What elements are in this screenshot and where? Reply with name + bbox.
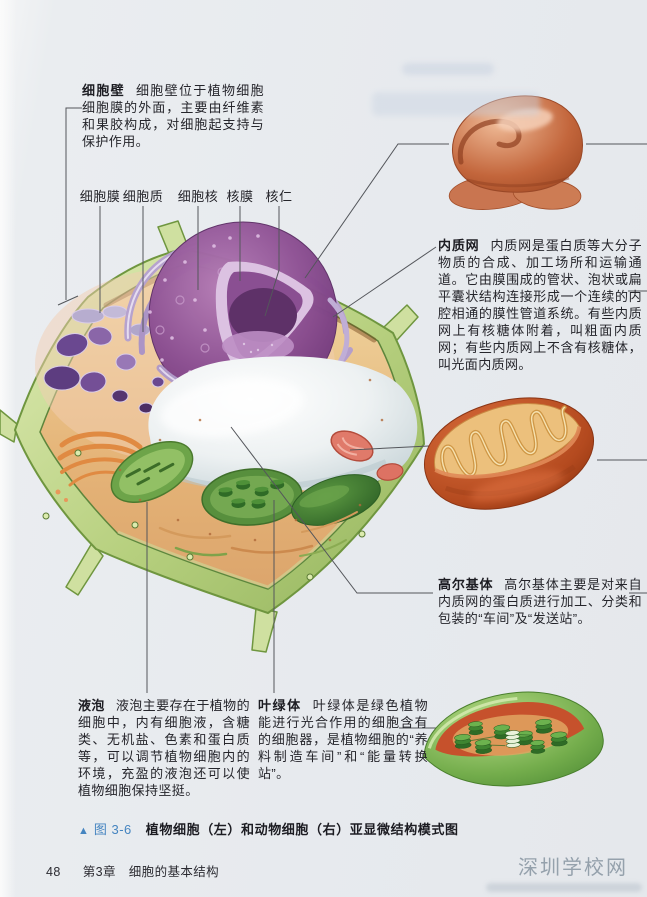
page-number: 48 xyxy=(46,865,61,879)
mitochondrion-in-cell xyxy=(330,430,374,462)
cell-wall-body: 细胞壁位于植物细胞细胞膜的外面，主要由纤维素和果胶构成，对细胞起支持与保护作用。 xyxy=(82,83,264,149)
chloroplast-in-cell-3 xyxy=(291,474,381,526)
vacuole-term: 液泡 xyxy=(78,698,105,713)
vacuole-body: 液泡主要存在于植物的细胞中，内有细胞液，含糖类、无机盐、色素和蛋白质等，可以调节… xyxy=(78,698,250,798)
chloroplast-paragraph: 叶绿体叶绿体是绿色植物能进行光合作用的细胞含有的细胞器，是植物细胞的“养料制造车… xyxy=(258,697,428,782)
label-nucleus: 细胞核 xyxy=(177,189,219,204)
page-footer: 48 第3章 细胞的基本结构 xyxy=(46,861,219,880)
label-cell-membrane: 细胞膜 xyxy=(79,189,121,204)
figure-title: 植物细胞（左）和动物细胞（右）亚显微结构模式图 xyxy=(145,822,459,837)
er-paragraph: 内质网内质网是蛋白质等大分子物质的合成、加工场所和运输通道。它由膜围成的管状、泡… xyxy=(438,237,642,373)
watermark: 深圳学校网 xyxy=(518,857,628,879)
chloroplast-body: 叶绿体是绿色植物能进行光合作用的细胞含有的细胞器，是植物细胞的“养料制造车间”和… xyxy=(258,698,429,781)
mitochondrion-in-cell-2 xyxy=(376,463,404,481)
figure-marker-icon: ▲ xyxy=(78,825,89,837)
vesicle-cluster xyxy=(43,305,165,414)
er-body: 内质网是蛋白质等大分子物质的合成、加工场所和运输通道。它由膜围成的管状、泡状或扁… xyxy=(438,238,642,372)
label-nuclear-membrane: 核膜 xyxy=(226,189,254,204)
golgi-term: 高尔基体 xyxy=(438,577,494,592)
grana-stacks xyxy=(454,718,568,754)
wall-dots xyxy=(42,449,366,581)
chloroplast-illustration xyxy=(423,691,604,787)
mitochondrion-illustration xyxy=(424,397,594,510)
plant-cell-illustration xyxy=(0,220,426,653)
cell-wall-term: 细胞壁 xyxy=(82,83,125,98)
er-3d-illustration xyxy=(448,95,583,210)
chapter-title: 第3章 细胞的基本结构 xyxy=(82,865,220,879)
er-term: 内质网 xyxy=(438,238,480,253)
vacuole-paragraph: 液泡液泡主要存在于植物的细胞中，内有细胞液，含糖类、无机盐、色素和蛋白质等，可以… xyxy=(78,697,250,799)
golgi-paragraph: 高尔基体高尔基体主要是对来自内质网的蛋白质进行加工、分类和包装的“车间”及“发送… xyxy=(438,576,642,627)
figure-number: 图 3-6 xyxy=(93,822,132,837)
chloroplast-in-cell-1 xyxy=(110,441,194,503)
label-cytoplasm: 细胞质 xyxy=(122,189,164,204)
cell-wall-stubs xyxy=(0,220,419,653)
nucleolus-shape xyxy=(229,288,297,342)
golgi-body: 高尔基体主要是对来自内质网的蛋白质进行加工、分类和包装的“车间”及“发送站”。 xyxy=(438,577,642,626)
label-nucleolus: 核仁 xyxy=(265,189,293,204)
chloroplast-term: 叶绿体 xyxy=(258,698,302,713)
cell-wall-paragraph: 细胞壁细胞壁位于植物细胞细胞膜的外面，主要由纤维素和果胶构成，对细胞起支持与保护… xyxy=(82,82,264,150)
figure-caption: ▲ 图 3-6 植物细胞（左）和动物细胞（右）亚显微结构模式图 xyxy=(78,819,459,838)
